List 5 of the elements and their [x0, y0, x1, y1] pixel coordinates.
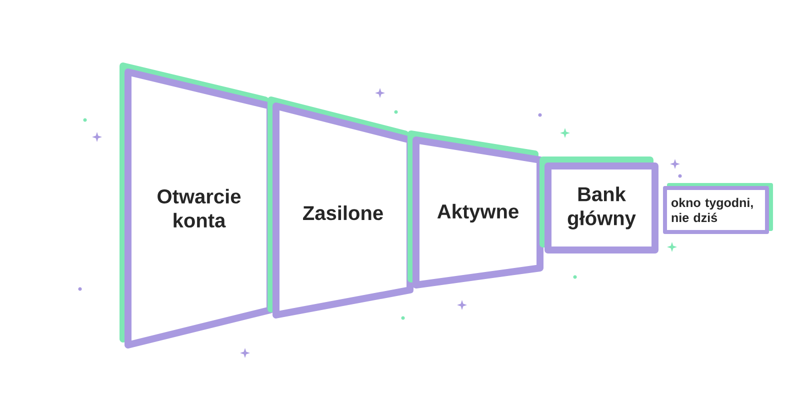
funnel-stage: Bank główny: [540, 156, 658, 254]
funnel-stage: Aktywne: [408, 130, 544, 288]
note-box: okno tygodni, nie dziś: [663, 183, 773, 234]
funnel-stage: Zasilone: [268, 96, 414, 318]
funnel-stage: Otwarcie konta: [120, 62, 274, 348]
